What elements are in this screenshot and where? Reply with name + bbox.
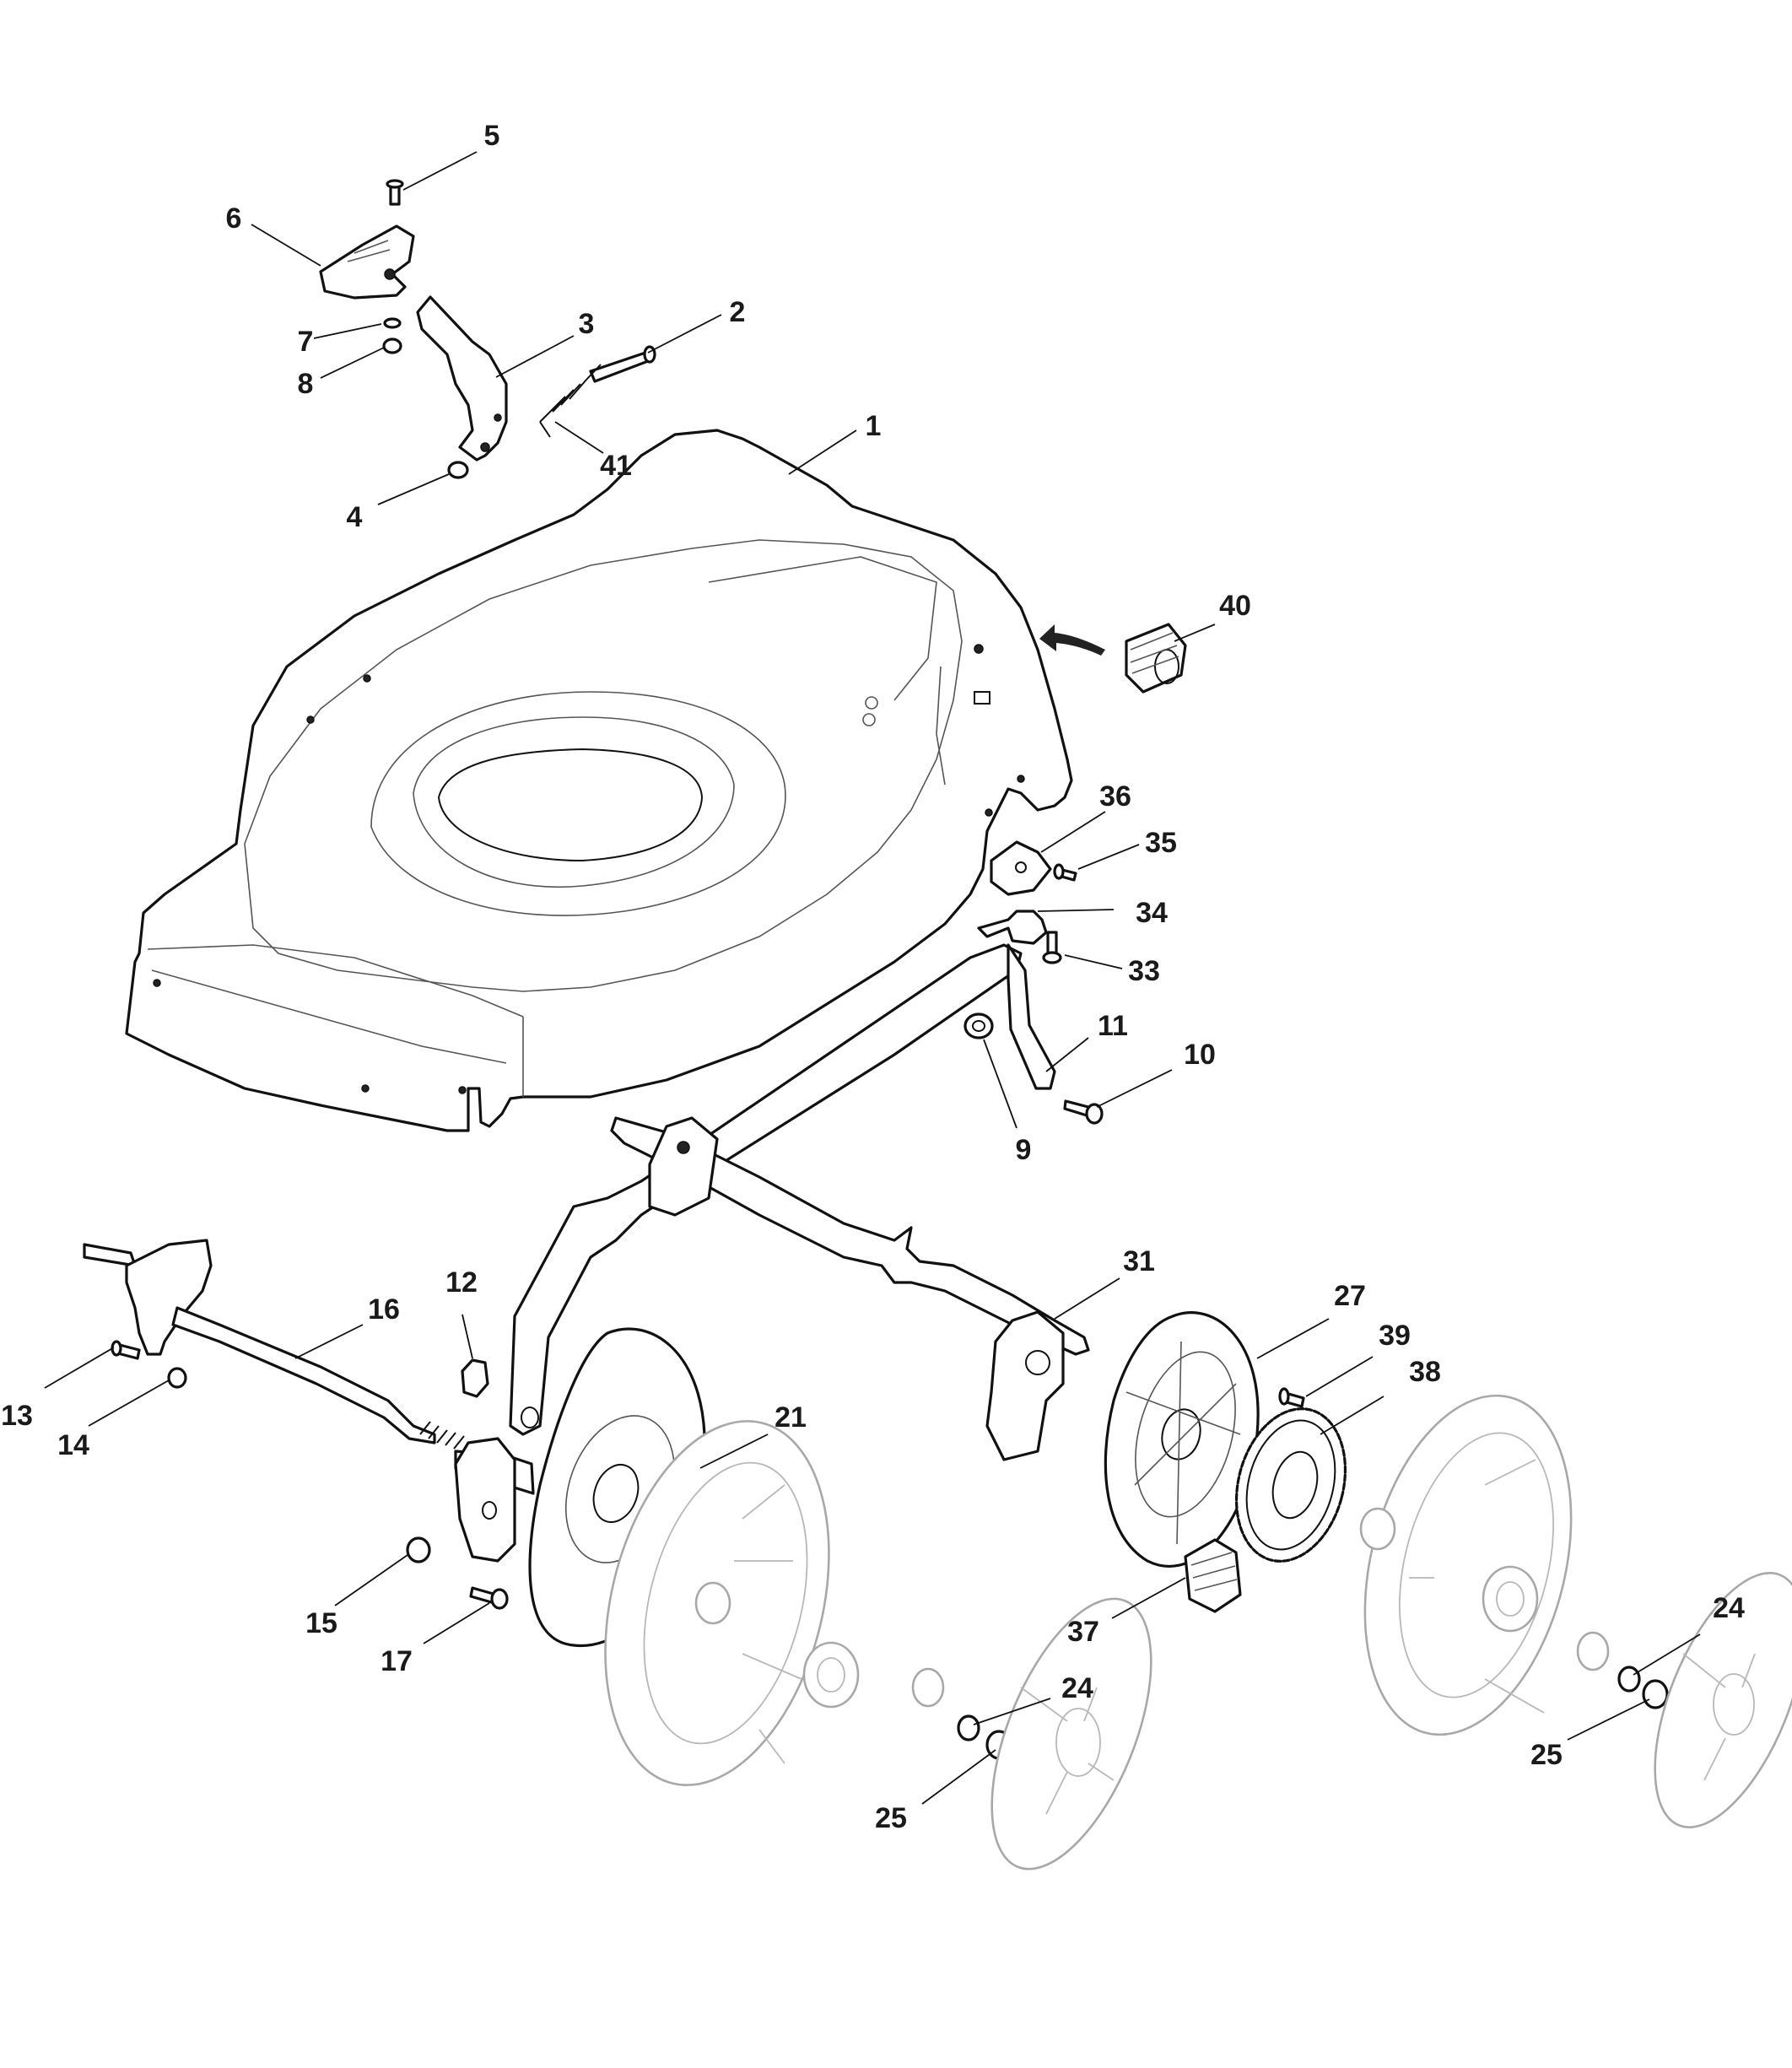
screw-10 bbox=[1063, 1099, 1104, 1125]
label-25-left: 25 bbox=[875, 1802, 907, 1834]
screw-15 bbox=[469, 1586, 509, 1610]
label-12: 12 bbox=[445, 1266, 478, 1299]
label-17: 15 bbox=[305, 1607, 337, 1639]
screw-39 bbox=[1278, 1387, 1305, 1408]
right-hubcap bbox=[1654, 1572, 1792, 1828]
label-9: 9 bbox=[1016, 1134, 1032, 1166]
mower-deck bbox=[125, 429, 1073, 1132]
nut-17 bbox=[406, 1536, 431, 1563]
nut-4 bbox=[447, 461, 469, 479]
label-34: 34 bbox=[1136, 897, 1168, 929]
label-31: 31 bbox=[1123, 1245, 1155, 1277]
axle-16 bbox=[83, 1239, 535, 1563]
leader-lines bbox=[44, 151, 1701, 1805]
washer-24b bbox=[1617, 1666, 1641, 1693]
height-lever-cover bbox=[319, 224, 415, 300]
nut-25b bbox=[1642, 1679, 1669, 1709]
screw-33 bbox=[1042, 931, 1062, 964]
spring-41 bbox=[539, 364, 602, 438]
label-25-right: 25 bbox=[1530, 1739, 1563, 1771]
pin-2 bbox=[589, 345, 656, 383]
nut-14 bbox=[167, 1367, 187, 1389]
label-24-right: 24 bbox=[1713, 1592, 1745, 1624]
clamp-34 bbox=[977, 910, 1048, 945]
bracket-36 bbox=[990, 840, 1052, 896]
label-37: 37 bbox=[1067, 1616, 1099, 1648]
gear-cover-27 bbox=[1104, 1311, 1260, 1568]
screw-35 bbox=[1053, 863, 1077, 882]
pinion-37 bbox=[1184, 1538, 1242, 1613]
part-labels: 5 6 7 8 3 2 41 4 1 40 36 35 34 33 11 10 … bbox=[1, 120, 1745, 1834]
label-27: 27 bbox=[1334, 1280, 1366, 1312]
direction-arrow bbox=[1039, 624, 1105, 656]
label-6: 6 bbox=[226, 202, 242, 235]
left-hubcap bbox=[990, 1597, 1152, 1871]
label-7: 7 bbox=[298, 326, 314, 358]
label-15: 17 bbox=[381, 1645, 413, 1677]
left-spacer bbox=[694, 1581, 945, 1708]
label-13: 13 bbox=[1, 1400, 33, 1432]
label-4: 4 bbox=[347, 501, 363, 533]
label-2: 2 bbox=[730, 296, 746, 328]
label-14: 14 bbox=[57, 1429, 89, 1461]
label-10: 10 bbox=[1184, 1039, 1216, 1071]
label-24-left: 24 bbox=[1061, 1672, 1093, 1704]
label-35: 35 bbox=[1145, 827, 1177, 859]
height-linkage bbox=[509, 943, 1090, 1461]
label-40: 40 bbox=[1219, 590, 1251, 622]
pinion-40 bbox=[1125, 623, 1187, 694]
label-11: 11 bbox=[1098, 1010, 1128, 1042]
washer-9 bbox=[963, 1012, 994, 1039]
label-8: 8 bbox=[298, 368, 314, 400]
label-5: 5 bbox=[484, 120, 500, 152]
lever-bracket bbox=[416, 295, 508, 462]
nut-8 bbox=[382, 337, 402, 354]
label-33: 33 bbox=[1128, 955, 1160, 987]
right-rear-wheel bbox=[1363, 1394, 1573, 1736]
label-21: 21 bbox=[775, 1401, 807, 1434]
label-38: 38 bbox=[1409, 1356, 1441, 1388]
screw-5 bbox=[386, 179, 404, 206]
label-16: 16 bbox=[368, 1293, 400, 1326]
washer-7 bbox=[383, 317, 402, 329]
label-36: 36 bbox=[1099, 780, 1131, 813]
label-39: 39 bbox=[1379, 1320, 1411, 1352]
screw-13 bbox=[111, 1340, 141, 1360]
gear-38 bbox=[1234, 1407, 1347, 1563]
washer-24a bbox=[957, 1714, 980, 1741]
label-41: 41 bbox=[600, 450, 632, 482]
clip-12 bbox=[461, 1358, 489, 1398]
label-1: 1 bbox=[866, 410, 882, 442]
right-spacer bbox=[1359, 1507, 1610, 1671]
label-3: 3 bbox=[579, 308, 595, 340]
